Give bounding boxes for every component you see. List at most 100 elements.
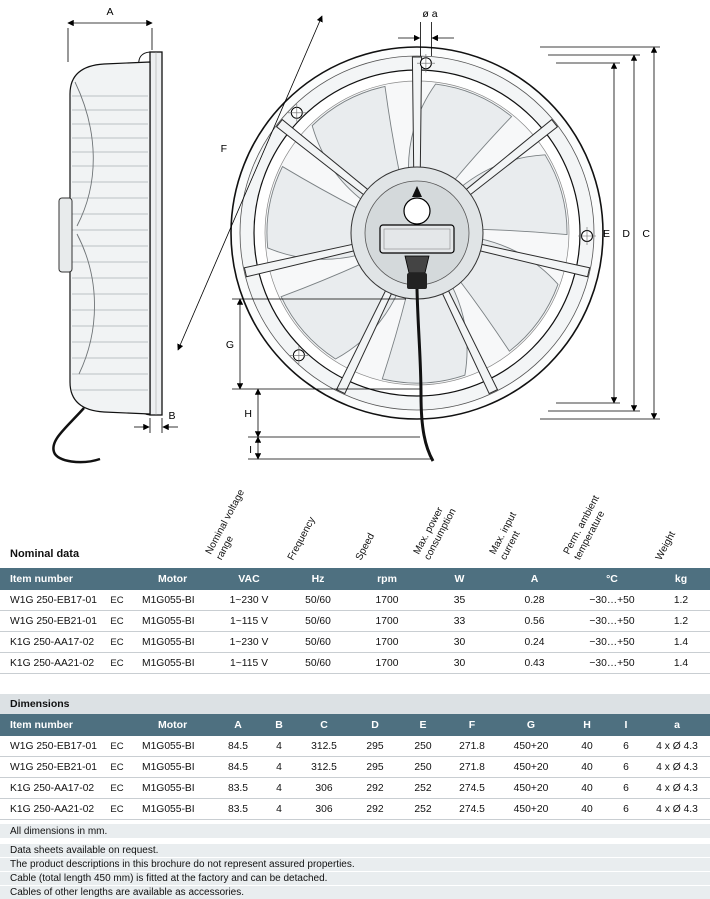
cell-F: 274.5 xyxy=(459,782,485,794)
cell-rpm: 1700 xyxy=(375,636,399,648)
cell-rpm: 1700 xyxy=(375,615,399,627)
cell-ec: EC xyxy=(110,636,124,648)
rotation-arrow xyxy=(412,186,422,197)
dimensions-header-row: Item number Motor A B C D E F G H I a xyxy=(0,714,710,736)
cell-w: 30 xyxy=(453,636,466,648)
terminal-box xyxy=(379,224,455,254)
cell-B: 4 xyxy=(276,761,282,773)
note-product-descriptions: The product descriptions in this brochur… xyxy=(0,858,710,871)
cell-A: 84.5 xyxy=(227,740,249,752)
cable-front xyxy=(415,288,435,462)
cell-G: 450+20 xyxy=(513,740,549,752)
cell-item-number: K1G 250-AA17-02 xyxy=(10,636,95,648)
col-header-weight: Weight xyxy=(653,529,679,562)
table-row: W1G 250-EB17-01 EC M1G055-BI 84.5 4 312.… xyxy=(0,736,710,757)
dim-label-d: D xyxy=(622,228,630,240)
col-header-a: a xyxy=(674,719,680,731)
table-row: K1G 250-AA21-02 EC M1G055-BI 83.5 4 306 … xyxy=(0,799,710,820)
dimension-lines: ø a F E D C G H I xyxy=(177,8,660,460)
support-arm xyxy=(411,56,423,170)
footnotes: Data sheets available on request. The pr… xyxy=(0,844,710,899)
cell-motor: M1G055-BI xyxy=(142,761,195,773)
cell-item-number: K1G 250-AA17-02 xyxy=(10,782,95,794)
cell-ec: EC xyxy=(110,782,124,794)
housing-fins xyxy=(72,95,148,391)
col-header-voltage-range: Nominal voltage range xyxy=(203,487,248,562)
cell-ec: EC xyxy=(110,761,124,773)
cell-ec: EC xyxy=(110,657,124,669)
dim-label-g: G xyxy=(226,339,234,351)
cell-E: 250 xyxy=(414,761,432,773)
table-row: K1G 250-AA17-02 EC M1G055-BI 83.5 4 306 … xyxy=(0,778,710,799)
cell-item-number: K1G 250-AA21-02 xyxy=(10,657,95,669)
cell-item-number: W1G 250-EB17-01 xyxy=(10,740,97,752)
dim-label-dia-a: ø a xyxy=(422,8,437,20)
dim-label-a-side: A xyxy=(106,6,113,18)
col-header-kg: kg xyxy=(674,573,688,585)
col-header-H: H xyxy=(583,719,591,731)
cell-kg: 1.4 xyxy=(673,657,689,669)
cell-w: 35 xyxy=(453,594,466,606)
col-header-hz: Hz xyxy=(311,573,325,585)
dimensions-title: Dimensions xyxy=(0,694,710,714)
cell-motor: M1G055-BI xyxy=(142,615,195,627)
nominal-data-title: Nominal data xyxy=(10,548,80,560)
cell-C: 306 xyxy=(315,803,333,815)
cell-a: 0.43 xyxy=(524,657,545,669)
cell-item-number: W1G 250-EB21-01 xyxy=(10,615,97,627)
col-header-speed: Speed xyxy=(353,531,378,562)
cell-ec: EC xyxy=(110,803,124,815)
cell-item-number: W1G 250-EB17-01 xyxy=(10,594,97,606)
cell-C: 306 xyxy=(315,782,333,794)
col-header-G: G xyxy=(526,719,536,731)
side-view: A B xyxy=(52,6,178,464)
cell-I: 6 xyxy=(623,761,629,773)
cell-motor: M1G055-BI xyxy=(142,782,195,794)
table-row: K1G 250-AA17-02 EC M1G055-BI 1~230 V 50/… xyxy=(0,632,710,653)
col-header-F: F xyxy=(468,719,476,731)
bolt-hole xyxy=(417,54,435,73)
bolt-hole xyxy=(578,227,596,245)
cell-C: 312.5 xyxy=(311,761,337,773)
cell-kg: 1.2 xyxy=(673,615,689,627)
col-header-D: D xyxy=(371,719,379,731)
note-data-sheets: Data sheets available on request. xyxy=(0,844,710,857)
dim-label-b: B xyxy=(168,410,175,422)
cell-B: 4 xyxy=(276,782,282,794)
cell-hz: 50/60 xyxy=(305,594,331,606)
col-header-motor: Motor xyxy=(158,573,188,585)
cable-gland xyxy=(404,255,430,274)
cell-H: 40 xyxy=(581,761,593,773)
cell-ec: EC xyxy=(110,594,124,606)
col-header-vac: VAC xyxy=(238,573,260,585)
col-header-B: B xyxy=(275,719,283,731)
table-row: W1G 250-EB21-01 EC M1G055-BI 1~115 V 50/… xyxy=(0,611,710,632)
cell-motor: M1G055-BI xyxy=(142,594,195,606)
dim-label-f: F xyxy=(221,143,227,155)
col-header-a: A xyxy=(530,573,539,585)
col-header-w: W xyxy=(454,573,465,585)
cell-I: 6 xyxy=(623,803,629,815)
col-header-item-number: Item number xyxy=(10,573,74,585)
table-row: W1G 250-EB17-01 EC M1G055-BI 1~230 V 50/… xyxy=(0,590,710,611)
cell-a: 4 x Ø 4.3 xyxy=(656,803,698,815)
cell-ec: EC xyxy=(110,615,124,627)
cell-H: 40 xyxy=(581,740,593,752)
cell-F: 271.8 xyxy=(459,740,485,752)
cell-B: 4 xyxy=(276,740,282,752)
motor-hub-side xyxy=(58,197,73,273)
cell-a: 0.28 xyxy=(524,594,545,606)
cell-E: 250 xyxy=(414,740,432,752)
cell-a: 4 x Ø 4.3 xyxy=(656,740,698,752)
col-header-motor: Motor xyxy=(158,719,188,731)
col-header-rpm: rpm xyxy=(377,573,397,585)
dim-label-h: H xyxy=(244,408,252,420)
cell-degc: −30…+50 xyxy=(589,657,635,669)
dim-label-e: E xyxy=(603,228,610,240)
shaft-circle xyxy=(403,197,431,225)
col-header-power: Max. power consumption xyxy=(411,505,459,562)
cell-B: 4 xyxy=(276,803,282,815)
cell-degc: −30…+50 xyxy=(589,615,635,627)
table-row: W1G 250-EB21-01 EC M1G055-BI 84.5 4 312.… xyxy=(0,757,710,778)
cell-motor: M1G055-BI xyxy=(142,803,195,815)
